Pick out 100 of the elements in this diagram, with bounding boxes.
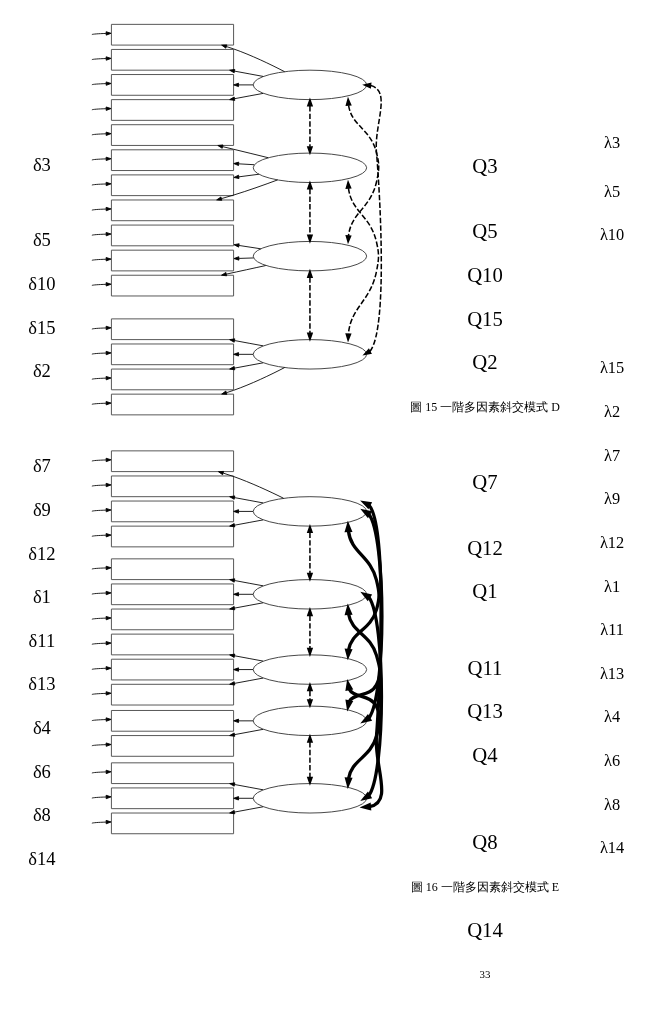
- node-box: [110, 74, 235, 96]
- arrow: [345, 179, 380, 343]
- node-ellipse: [252, 69, 368, 101]
- arrow: [216, 179, 279, 201]
- label: λ6: [604, 751, 621, 771]
- label: λ10: [599, 225, 625, 245]
- arrow: [233, 173, 260, 179]
- node-box: [110, 249, 235, 272]
- arrow: [233, 796, 254, 801]
- arrow: [233, 352, 254, 357]
- node-box: [110, 450, 235, 473]
- label: Q4: [472, 743, 498, 766]
- arrow: [229, 92, 264, 101]
- arrow: [91, 533, 112, 538]
- node-ellipse: [252, 496, 368, 527]
- arrow: [345, 96, 380, 245]
- arrow: [344, 520, 381, 661]
- arrow: [91, 565, 112, 571]
- node-box: [110, 710, 235, 732]
- label: δ4: [32, 717, 51, 739]
- arrow: [91, 819, 112, 825]
- label: λ5: [604, 181, 621, 201]
- arrow: [91, 257, 112, 262]
- node-box: [110, 99, 235, 121]
- arrow: [91, 615, 112, 621]
- node-ellipse: [252, 783, 368, 814]
- arrow: [229, 338, 264, 347]
- label: δ6: [32, 760, 51, 782]
- label: λ12: [599, 532, 625, 552]
- arrow: [233, 592, 254, 597]
- node-box: [110, 199, 235, 222]
- arrow: [91, 482, 112, 488]
- arrow: [91, 641, 112, 646]
- node-box: [110, 224, 235, 247]
- node-box: [110, 583, 235, 606]
- label: λ14: [599, 838, 625, 858]
- node-box: [110, 149, 235, 171]
- arrow: [91, 375, 112, 381]
- label: λ11: [600, 620, 624, 640]
- label: Q10: [467, 264, 503, 287]
- arrow: [233, 256, 254, 261]
- label: λ13: [599, 663, 625, 683]
- label: δ15: [28, 316, 56, 338]
- arrow: [233, 82, 254, 88]
- arrow: [306, 682, 314, 709]
- node-ellipse: [252, 654, 368, 685]
- label: Q7: [472, 471, 498, 494]
- arrow: [91, 131, 112, 136]
- label: Q11: [467, 656, 503, 679]
- arrow: [91, 401, 112, 406]
- node-box: [110, 174, 235, 197]
- label: δ5: [32, 229, 51, 251]
- label: δ2: [32, 360, 51, 382]
- node-box: [110, 48, 235, 71]
- arrow: [221, 367, 286, 395]
- label: δ9: [32, 498, 51, 520]
- label: δ12: [28, 542, 56, 564]
- arrow: [229, 602, 264, 611]
- arrow: [91, 181, 112, 187]
- arrow: [233, 243, 262, 250]
- label: Q12: [467, 536, 503, 559]
- arrow: [91, 457, 112, 463]
- arrow: [229, 782, 264, 791]
- label: λ3: [604, 132, 621, 152]
- node-box: [110, 787, 235, 810]
- node-box: [110, 124, 235, 146]
- label: δ8: [32, 804, 51, 826]
- node-box: [110, 735, 235, 757]
- label: 圖 15 一階多因素斜交模式 D: [410, 399, 560, 414]
- label: δ3: [32, 154, 51, 176]
- arrow: [362, 82, 383, 356]
- arrow: [221, 265, 267, 277]
- arrow: [229, 677, 264, 686]
- node-box: [110, 23, 235, 46]
- arrow: [360, 508, 384, 724]
- arrow: [91, 350, 112, 356]
- arrow: [91, 282, 112, 287]
- node-ellipse: [252, 339, 368, 370]
- arrow: [217, 144, 269, 159]
- arrow: [229, 362, 264, 371]
- label: λ15: [599, 358, 625, 378]
- arrow: [91, 590, 112, 596]
- arrow: [306, 97, 314, 156]
- label: δ10: [28, 273, 56, 295]
- label: δ7: [32, 455, 51, 477]
- arrow: [233, 509, 254, 514]
- label: Q14: [467, 918, 503, 941]
- arrow: [221, 44, 286, 73]
- label: Q2: [472, 351, 498, 374]
- node-ellipse: [252, 240, 368, 272]
- arrow: [306, 607, 314, 657]
- label: λ1: [604, 576, 621, 596]
- arrow: [229, 653, 264, 662]
- arrow: [359, 500, 384, 811]
- label: 33: [479, 967, 491, 980]
- label: 圖 16 一階多因素斜交模式 E: [410, 879, 560, 894]
- label: λ4: [604, 707, 621, 727]
- arrow: [91, 691, 112, 696]
- arrow: [233, 161, 255, 166]
- label: δ14: [28, 847, 56, 869]
